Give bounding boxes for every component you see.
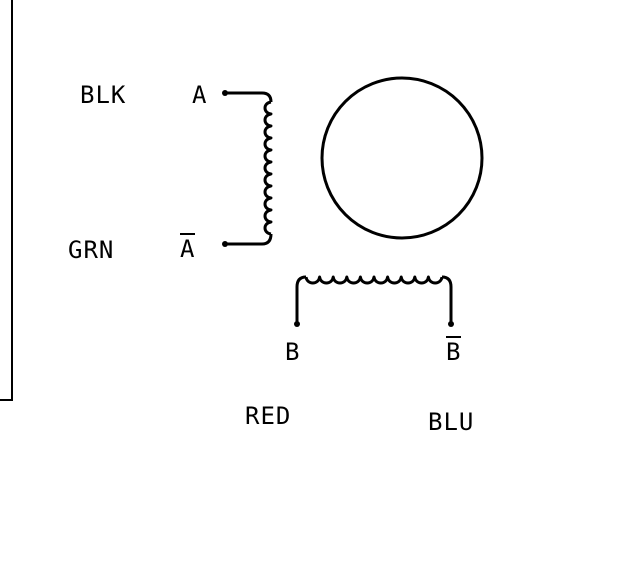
phase-a-coil: [222, 90, 273, 247]
terminal-a-bar-text: A: [180, 233, 196, 263]
terminal-b-bar-label: B: [446, 336, 462, 366]
phase-b-coil: [294, 275, 454, 327]
phase-a-winding: [263, 100, 273, 236]
terminal-b-bar-text: B: [446, 336, 462, 366]
wire-color-blk-label: BLK: [80, 81, 127, 109]
phase-b-winding: [304, 275, 444, 285]
wire-color-red-label: RED: [245, 402, 292, 430]
wire-color-grn-label: GRN: [68, 236, 115, 264]
rotor-circle: [320, 76, 484, 240]
terminal-a-bar-dot: [222, 241, 228, 247]
terminal-a-label: A: [192, 81, 208, 109]
terminal-b-label: B: [285, 338, 301, 366]
terminal-a-bar-label: A: [180, 233, 196, 263]
terminal-b-bar-dot: [448, 321, 454, 327]
wire-color-blu-label: BLU: [428, 408, 475, 436]
